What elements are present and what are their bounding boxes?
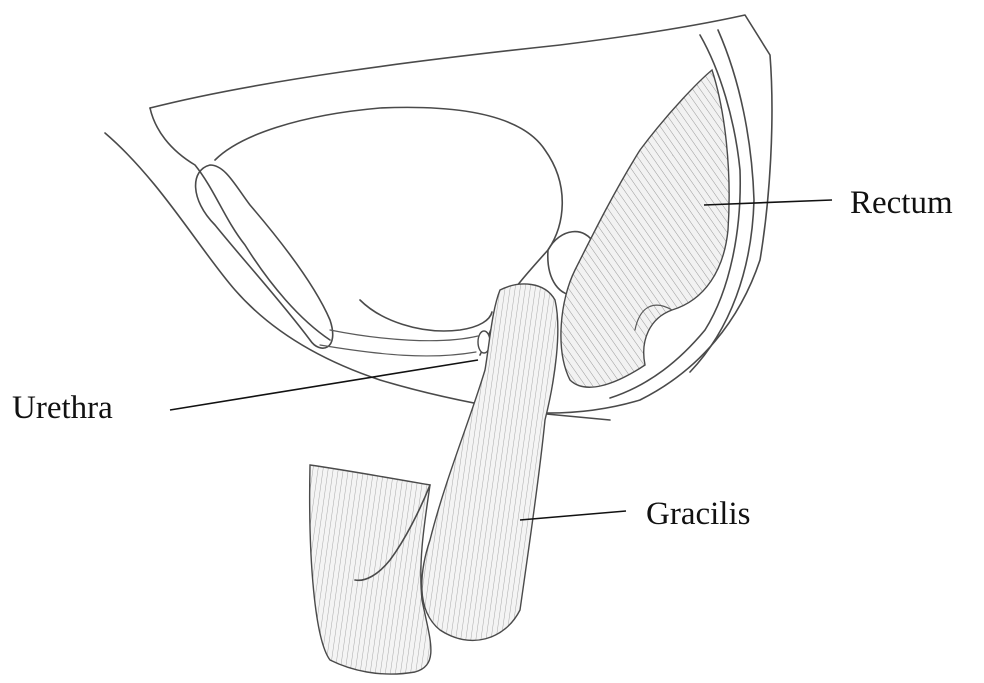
label-gracilis: Gracilis	[646, 496, 750, 532]
prostate	[360, 300, 492, 331]
rectum	[561, 70, 729, 387]
urethra-channel-2	[330, 330, 478, 341]
label-urethra: Urethra	[12, 390, 113, 426]
gracilis-leader	[520, 511, 626, 520]
urethra-leader	[170, 360, 478, 410]
thigh-stump	[310, 465, 431, 674]
urethra-channel	[320, 345, 476, 356]
label-rectum: Rectum	[850, 185, 953, 221]
pubic-bone	[196, 165, 333, 348]
gracilis-muscle	[422, 284, 558, 640]
